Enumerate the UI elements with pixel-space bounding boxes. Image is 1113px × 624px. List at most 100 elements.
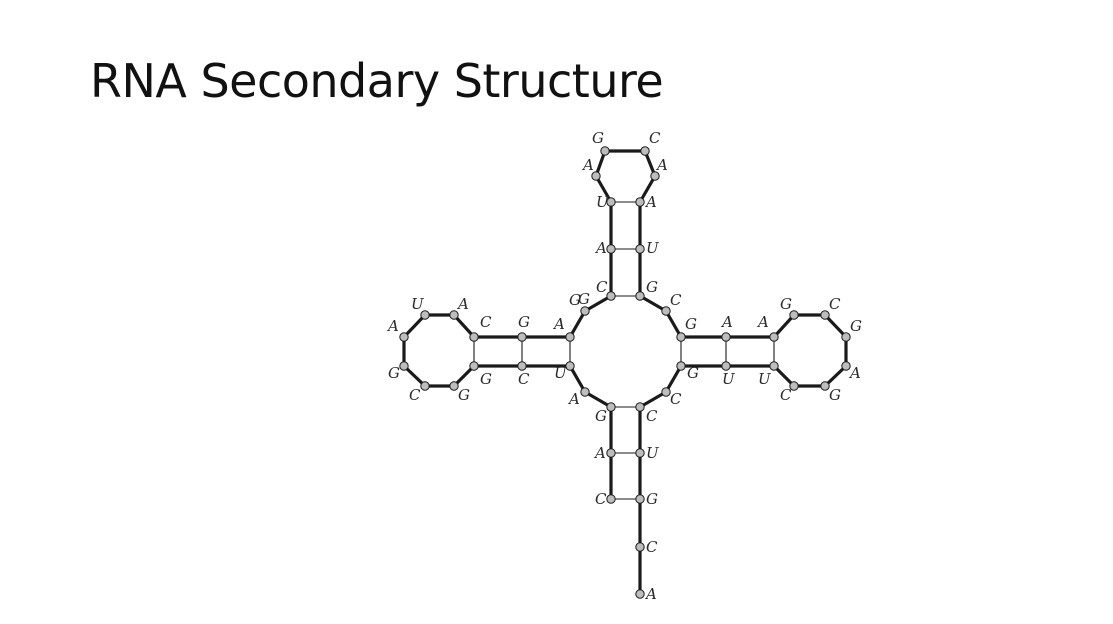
nucleotide-node [580, 306, 590, 316]
backbone [402, 149, 848, 596]
nucleotide-label: G [578, 290, 590, 308]
nucleotide-label: C [670, 390, 682, 408]
base-pair-bonds [473, 201, 775, 500]
nucleotide-node [420, 310, 430, 320]
nucleotide-node [789, 310, 799, 320]
nucleotide-node [635, 197, 645, 207]
nucleotide-label: C [670, 291, 682, 309]
nucleotide-label: C [646, 407, 658, 425]
nucleotide-label: U [596, 193, 610, 211]
nucleotide-node [820, 381, 830, 391]
nucleotide-node [469, 361, 479, 371]
nucleotide-node [650, 171, 660, 181]
nucleotide-node [661, 306, 671, 316]
nucleotide-label: C [518, 370, 530, 388]
nucleotide-node [565, 332, 575, 342]
nucleotide-label: A [594, 239, 607, 257]
nucleotide-node [606, 448, 616, 458]
nucleotide-node [591, 171, 601, 181]
nucleotide-label: A [456, 295, 469, 313]
backbone-segment [402, 294, 613, 409]
nucleotide-node [606, 402, 616, 412]
nucleotide-node [769, 361, 779, 371]
nucleotide-node [789, 381, 799, 391]
nucleotide-label: A [848, 364, 861, 382]
nucleotide-node [841, 332, 851, 342]
nucleotide-label: C [646, 538, 658, 556]
nucleotide-label: C [596, 278, 608, 296]
nucleotide-node [635, 402, 645, 412]
backbone-segment [594, 149, 657, 298]
nucleotide-label: G [850, 317, 862, 335]
nucleotide-node [600, 146, 610, 156]
nucleotide-label: A [567, 390, 580, 408]
nucleotide-node [676, 361, 686, 371]
nucleotide-label: A [386, 317, 399, 335]
nucleotide-label: G [685, 315, 697, 333]
nucleotide-node [820, 310, 830, 320]
nucleotide-node [517, 332, 527, 342]
nucleotide-label: U [758, 370, 772, 388]
nucleotide-label: U [722, 370, 736, 388]
nucleotide-node [565, 361, 575, 371]
nucleotide-node [635, 542, 645, 552]
nucleotide-label: C [409, 386, 421, 404]
nucleotide-node [635, 494, 645, 504]
nucleotide-node [635, 589, 645, 599]
nucleotide-label: A [581, 156, 594, 174]
nucleotide-node [640, 146, 650, 156]
nucleotide-label: U [554, 364, 568, 382]
nucleotide-label: G [458, 386, 470, 404]
nucleotide-label: C [480, 313, 492, 331]
nucleotide-node [606, 291, 616, 301]
nucleotide-node [606, 197, 616, 207]
nucleotide-node [635, 448, 645, 458]
nucleotide-label: A [593, 444, 606, 462]
nucleotide-node [721, 361, 731, 371]
nucleotide-label: U [646, 444, 660, 462]
nucleotide-label: A [720, 313, 733, 331]
nucleotide-label: C [780, 386, 792, 404]
nucleotide-node [449, 381, 459, 391]
nucleotide-node [449, 310, 459, 320]
nucleotides [399, 146, 851, 599]
nucleotide-label: G [388, 364, 400, 382]
backbone-segment [638, 294, 848, 596]
nucleotide-label: C [829, 295, 841, 313]
nucleotide-label: G [480, 370, 492, 388]
nucleotide-node [469, 332, 479, 342]
nucleotide-label: A [552, 315, 565, 333]
nucleotide-label: G [518, 313, 530, 331]
nucleotide-label: G [592, 129, 604, 147]
nucleotide-label: G [646, 278, 658, 296]
nucleotide-node [661, 387, 671, 397]
nucleotide-label: A [644, 585, 657, 603]
nucleotide-label: U [411, 295, 425, 313]
nucleotide-node [635, 244, 645, 254]
nucleotide-label: G [569, 291, 581, 309]
nucleotide-node [841, 361, 851, 371]
nucleotide-label: C [595, 490, 607, 508]
nucleotide-label: G [687, 364, 699, 382]
nucleotide-node [635, 291, 645, 301]
slide-title: RNA Secondary Structure [90, 54, 664, 108]
nucleotide-label: A [644, 193, 657, 211]
nucleotide-node [517, 361, 527, 371]
nucleotide-node [399, 361, 409, 371]
nucleotide-label: G [780, 295, 792, 313]
nucleotide-node [769, 332, 779, 342]
nucleotide-label: A [655, 156, 668, 174]
nucleotide-node [399, 332, 409, 342]
nucleotide-label: G [595, 407, 607, 425]
nucleotide-label: G [646, 490, 658, 508]
nucleotide-label: U [646, 239, 660, 257]
nucleotide-node [676, 332, 686, 342]
nucleotide-label: G [829, 386, 841, 404]
nucleotide-label: A [756, 313, 769, 331]
nucleotide-node [420, 381, 430, 391]
nucleotide-node [606, 244, 616, 254]
nucleotide-node [606, 494, 616, 504]
nucleotide-label: C [649, 129, 661, 147]
